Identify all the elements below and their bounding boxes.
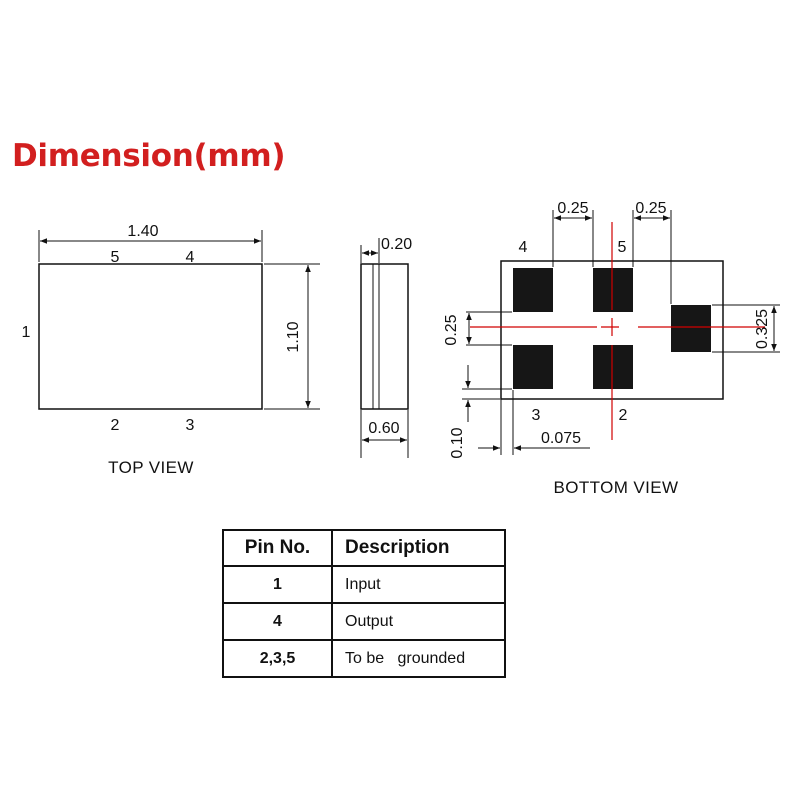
pin-number-header: Pin No. (222, 529, 333, 567)
top-pin-5-label: 5 (111, 249, 120, 266)
centerlines (470, 222, 765, 440)
description-cell: To be grounded (331, 639, 506, 678)
pin-description-table: Pin No. Description 1 Input 4 Output 2,3… (222, 529, 506, 678)
description-cell: Input (331, 565, 506, 604)
description-cell: Output (331, 602, 506, 641)
bottom-view: 0.25 0.25 0.25 0.325 0.10 0.075 4 5 3 2 … (443, 200, 780, 497)
pad-5 (593, 268, 633, 312)
bottom-view-caption: BOTTOM VIEW (554, 478, 679, 497)
top-view-caption: TOP VIEW (108, 458, 194, 477)
side-view: 0.20 0.60 (360, 236, 412, 458)
edge-offset-vertical-dimension: 0.10 (449, 427, 466, 458)
pad-2 (593, 345, 633, 389)
edge-offset-horizontal-dimension: 0.075 (541, 430, 581, 447)
table-row: 2,3,5 To be grounded (222, 639, 506, 678)
side-view-body (360, 263, 409, 410)
pad-gap-dimension: 0.25 (443, 314, 460, 345)
pad1-height-dimension: 0.325 (754, 309, 771, 349)
table-row: 1 Input (222, 565, 506, 604)
top-view: 1.40 1.10 5 4 1 2 3 TOP VIEW (22, 223, 320, 477)
pin-number-cell: 2,3,5 (222, 639, 333, 678)
top-pin-3-label: 3 (186, 417, 195, 434)
description-header: Description (331, 529, 506, 567)
table-header-row: Pin No. Description (222, 529, 506, 567)
side-thickness-dimension: 0.20 (381, 236, 412, 253)
page-title: Dimension(mm) (12, 138, 286, 174)
bottom-pin-2-label: 2 (619, 407, 628, 424)
pad-1 (671, 305, 711, 352)
pad-4 (513, 268, 553, 312)
side-width-dimension: 0.60 (368, 420, 399, 437)
table-row: 4 Output (222, 602, 506, 641)
bottom-pin-3-label: 3 (532, 407, 541, 424)
pin-number-cell: 4 (222, 602, 333, 641)
top-pin-1-label: 1 (22, 324, 31, 341)
pad-3 (513, 345, 553, 389)
top-view-body (38, 263, 263, 410)
top-height-dimension: 1.10 (285, 321, 302, 352)
pin-number-cell: 1 (222, 565, 333, 604)
top-width-dimension: 1.40 (127, 223, 158, 240)
top-pin-4-label: 4 (186, 249, 195, 266)
pad-width-dimension-right: 0.25 (635, 200, 666, 217)
bottom-pin-4-label: 4 (519, 239, 528, 256)
top-pin-2-label: 2 (111, 417, 120, 434)
bottom-pin-5-label: 5 (618, 239, 627, 256)
pad-width-dimension-left: 0.25 (557, 200, 588, 217)
